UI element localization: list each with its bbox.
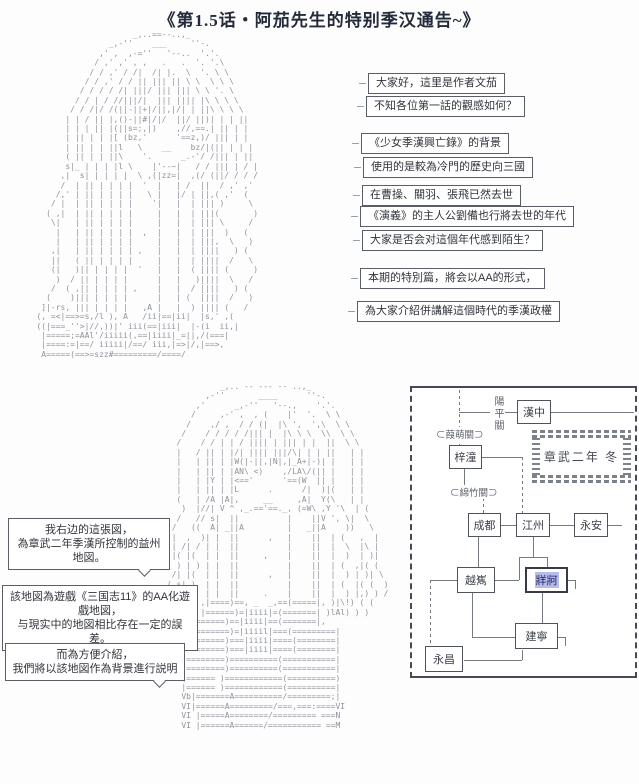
bubble-line: 為章武二年季漢所控制的益州地図。 bbox=[17, 538, 161, 564]
map-connector bbox=[500, 525, 517, 526]
speech-bubble: 我右边的這張図， 為章武二年季漢所控制的益州地図。 bbox=[8, 518, 170, 570]
map-connector bbox=[495, 580, 519, 581]
map-city-yuexi: 越嶲 bbox=[457, 567, 495, 593]
map-connector bbox=[480, 457, 522, 458]
speech-bubble: 而為方便介紹， 我們將以該地図作為背景進行説明 bbox=[5, 643, 185, 681]
map-connector bbox=[472, 593, 473, 637]
speech-bubble: 《演義》的主人公劉備也行將去世的年代 bbox=[351, 206, 574, 227]
bubble-line: 我右边的這張図， bbox=[45, 524, 133, 536]
city-label: 梓潼 bbox=[454, 452, 477, 464]
map-connector bbox=[568, 580, 576, 581]
map-city-zitong: 梓潼 bbox=[449, 445, 482, 469]
map-connector bbox=[522, 650, 523, 660]
map-panel: 章武二年 冬 陽平關 ⊂葭萌關⊃ ⊂綿竹關⊃ 漢中 梓潼 成都 江州 永安 越嶲… bbox=[410, 386, 637, 678]
map-city-jiangzhou: 江州 bbox=[516, 513, 550, 537]
map-connector bbox=[519, 557, 548, 558]
era-label: 章武二年 冬 bbox=[543, 450, 620, 464]
map-connector bbox=[565, 637, 566, 646]
map-city-hanzhong: 漢中 bbox=[517, 400, 551, 424]
hatch-border bbox=[532, 435, 631, 438]
map-connector bbox=[575, 580, 576, 589]
map-connector bbox=[459, 390, 460, 446]
speech-bubble: 該地図為遊戲《三国志11》的AA化遊戲地図， 与現实中的地図相比存在一定的誤差。 bbox=[2, 585, 198, 651]
hatch-border bbox=[532, 438, 540, 475]
speech-bubble: 大家是否会对這個年代感到陌生？ bbox=[353, 230, 543, 251]
map-connector bbox=[550, 525, 574, 526]
hatch-border bbox=[623, 438, 631, 475]
map-connector bbox=[522, 457, 523, 514]
bubble-line: 与現实中的地図相比存在一定的誤差。 bbox=[17, 619, 183, 645]
era-label-box: 章武二年 冬 bbox=[530, 430, 633, 483]
speech-bubble: 為大家介紹併講解這個時代的季漢政權 bbox=[348, 301, 560, 322]
speech-bubble: 使用的是較為冷門的歷史向三國 bbox=[354, 157, 533, 178]
map-connector bbox=[558, 637, 566, 638]
city-label: 漢中 bbox=[523, 407, 545, 419]
map-city-yongchang: 永昌 bbox=[425, 646, 463, 672]
map-connector bbox=[519, 557, 520, 580]
speech-bubble: 在曹操、關羽、張飛已然去世 bbox=[353, 185, 521, 206]
map-connector bbox=[533, 537, 534, 557]
city-label: 越嶲 bbox=[465, 575, 487, 587]
ascii-art-girl-bottom: _,.. -- --- -- ..,_ ,-'' ____ ''-. ,' _,… bbox=[167, 382, 389, 730]
map-connector bbox=[430, 580, 457, 581]
city-label: 建寧 bbox=[525, 631, 548, 643]
map-city-chengdu: 成都 bbox=[468, 513, 501, 537]
map-city-yongan: 永安 bbox=[574, 513, 608, 537]
city-label: 江州 bbox=[522, 520, 544, 532]
hatch-border bbox=[532, 430, 631, 433]
hatch-border bbox=[532, 480, 631, 483]
page-title: 《第1.5话・阿茄先生的特别季汉通告~》 bbox=[158, 11, 481, 30]
map-connector bbox=[472, 637, 516, 638]
map-city-jianning: 建寧 bbox=[515, 623, 558, 649]
bubble-line: 而為方便介紹， bbox=[56, 649, 134, 661]
city-label: 永昌 bbox=[433, 654, 455, 666]
city-label: 永安 bbox=[580, 520, 602, 532]
map-pass-mianzhu: ⊂綿竹關⊃ bbox=[448, 485, 500, 499]
map-connector bbox=[459, 412, 519, 413]
speech-bubble: 不知各位第一話的觀感如何？ bbox=[357, 96, 525, 117]
map-connector bbox=[547, 557, 548, 567]
map-connector bbox=[430, 580, 431, 646]
hatch-border bbox=[532, 475, 631, 478]
map-pass-jiameng: ⊂葭萌關⊃ bbox=[434, 427, 486, 441]
map-pass-yangping: 陽平關 bbox=[490, 394, 505, 434]
city-label: 成都 bbox=[473, 520, 496, 532]
map-connector bbox=[464, 469, 465, 489]
city-label: 牂牁 bbox=[534, 572, 559, 588]
speech-bubble: 《少女季漢興亡錄》的背景 bbox=[352, 133, 509, 154]
map-connector bbox=[608, 525, 622, 526]
map-connector bbox=[549, 412, 634, 413]
bubble-line: 該地図為遊戲《三国志11》的AA化遊戲地図， bbox=[9, 591, 191, 617]
map-connector bbox=[478, 537, 479, 567]
map-connector bbox=[464, 660, 522, 661]
map-connector bbox=[483, 498, 484, 514]
bubble-line: 我們將以該地図作為背景進行説明 bbox=[12, 663, 178, 675]
speech-bubble: 本期的特別篇，將会以AA的形式， bbox=[351, 268, 545, 289]
map-city-zangke-highlighted: 牂牁 bbox=[525, 567, 568, 593]
ascii-art-girl-top: _,..==--..,_ _,-'' ___ ''-. ,' , ,-='' '… bbox=[36, 30, 259, 359]
speech-bubble: 大家好，這里是作者文茄 bbox=[359, 73, 505, 94]
map-connector bbox=[542, 593, 543, 623]
